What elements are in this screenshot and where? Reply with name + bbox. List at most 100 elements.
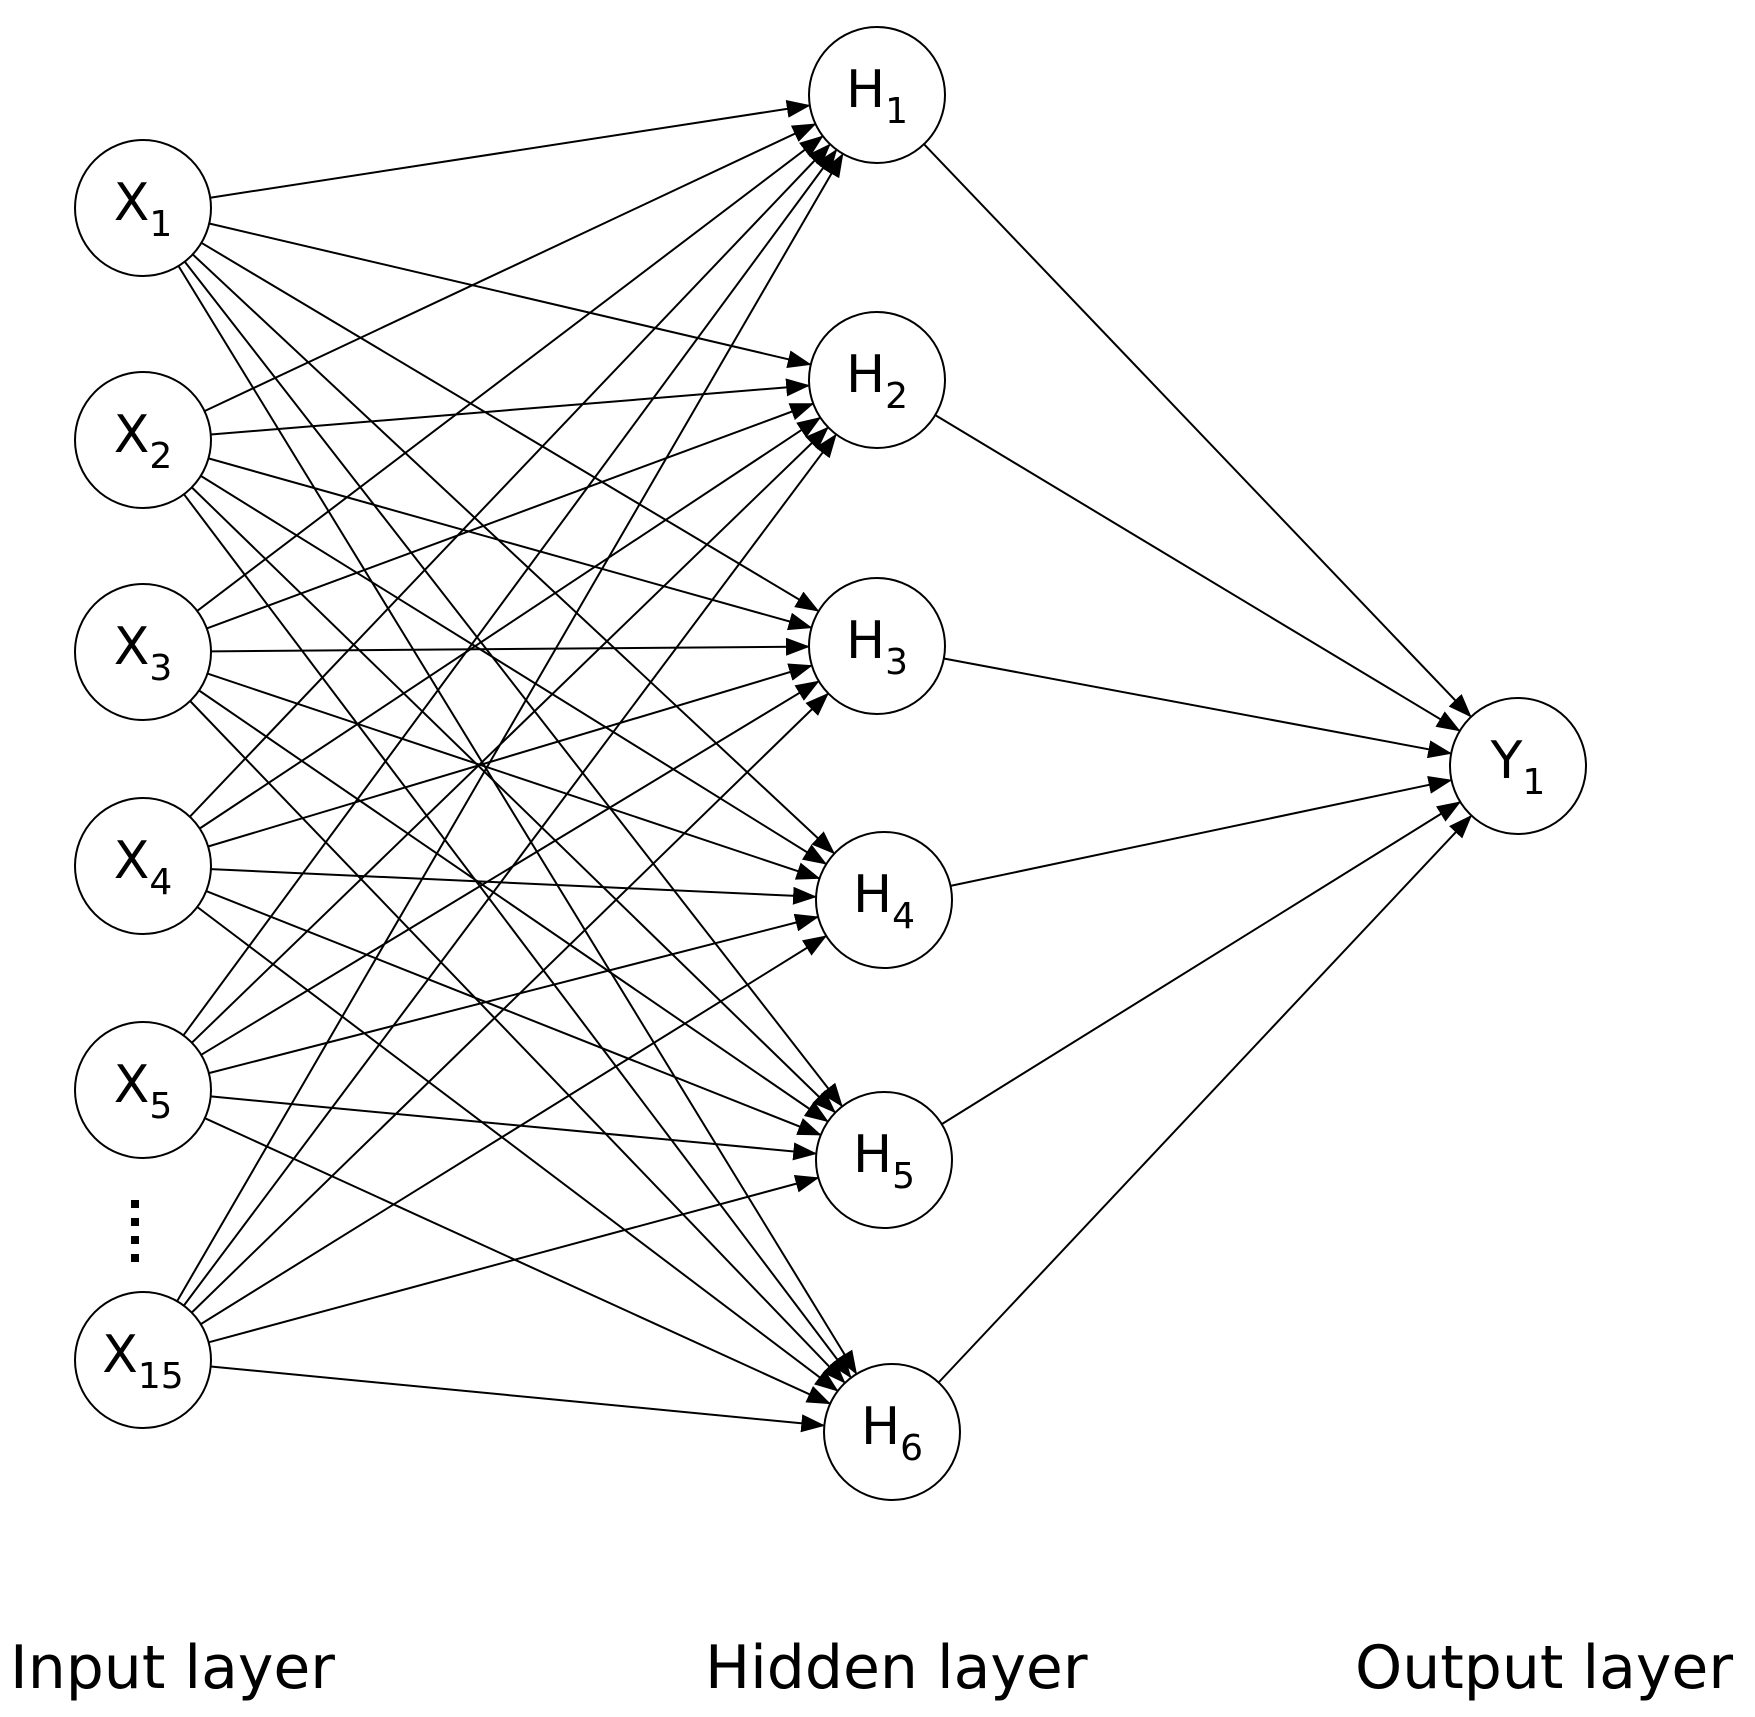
node-label: X3 [114, 617, 173, 689]
node-label-subscript: 2 [885, 376, 908, 417]
node-h4: H4 [815, 831, 953, 969]
edge-x1-to-h5 [184, 261, 843, 1108]
node-label-main: H [846, 345, 885, 405]
node-label: X4 [114, 831, 173, 903]
edge-x4-to-h6 [196, 906, 839, 1392]
edge-x5-to-h5 [210, 1095, 818, 1161]
edge-x2-to-h5 [191, 486, 836, 1114]
node-x15: X15 [74, 1291, 212, 1429]
edge-x4-to-h4 [210, 868, 818, 905]
edge-x2-to-h4 [200, 475, 828, 865]
node-circle [808, 26, 946, 164]
edge-x5-to-h6 [204, 1117, 832, 1405]
node-x2: X2 [74, 371, 212, 509]
node-label-subscript: 4 [149, 862, 172, 903]
edge-x3-to-h3 [210, 637, 810, 656]
edge-h2-to-y1 [934, 414, 1461, 732]
edge-x1-to-h4 [192, 253, 836, 855]
edge-x2-to-h1 [204, 123, 817, 413]
node-label-main: Y [1490, 731, 1523, 791]
node-circle [808, 577, 946, 715]
hidden-layer-label: Hidden layer [705, 1633, 1088, 1703]
node-label-main: H [846, 611, 885, 671]
edge-x3-to-h4 [207, 672, 821, 880]
edge-x2-to-h2 [210, 378, 811, 436]
node-x4: X4 [74, 797, 212, 935]
node-h3: H3 [808, 577, 946, 715]
node-label: H5 [853, 1125, 915, 1197]
node-label-subscript: 3 [149, 648, 172, 689]
node-circle [74, 583, 212, 721]
edge-x15-to-h6 [210, 1365, 826, 1433]
node-circle [74, 1021, 212, 1159]
node-label: Y1 [1490, 731, 1546, 803]
node-label-subscript: 5 [892, 1156, 915, 1197]
ellipsis-dot [131, 1254, 139, 1262]
node-circle [1449, 697, 1587, 835]
node-label-subscript: 2 [149, 436, 172, 477]
node-circle [74, 371, 212, 509]
edge-x4-to-h2 [199, 416, 822, 830]
node-label: H4 [853, 865, 915, 937]
output-layer-label: Output layer [1355, 1633, 1733, 1703]
node-h1: H1 [808, 26, 946, 164]
node-x1: X1 [74, 139, 212, 277]
edge-x2-to-h6 [183, 493, 852, 1379]
edge-x4-to-h1 [189, 143, 831, 818]
node-label-main: H [846, 60, 885, 120]
edge-x1-to-h6 [177, 265, 858, 1375]
node-label-main: H [861, 1397, 900, 1457]
ellipsis-dot [131, 1218, 139, 1226]
edge-x5-to-h4 [208, 913, 820, 1075]
node-h5: H5 [815, 1091, 953, 1229]
node-label-subscript: 4 [892, 896, 915, 937]
node-label-subscript: 5 [149, 1086, 172, 1127]
edge-x3-to-h2 [206, 403, 815, 630]
node-label-main: X [114, 831, 150, 891]
node-label-subscript: 3 [885, 642, 908, 683]
edge-x4-to-h3 [207, 663, 813, 848]
node-h6: H6 [823, 1363, 961, 1501]
node-circle [74, 797, 212, 935]
node-label-main: X [114, 405, 150, 465]
edge-h6-to-y1 [937, 814, 1473, 1384]
ellipsis-dot [131, 1200, 139, 1208]
node-label: H1 [846, 60, 908, 132]
node-label-main: X [102, 1325, 138, 1385]
node-label: X5 [114, 1055, 173, 1127]
edge-x5-to-h1 [182, 148, 838, 1036]
node-circle [823, 1363, 961, 1501]
node-label-main: H [853, 1125, 892, 1185]
node-circle [74, 1291, 212, 1429]
node-label-subscript: 15 [138, 1356, 184, 1397]
edge-h5-to-y1 [941, 801, 1462, 1125]
node-circle [74, 139, 212, 277]
node-label-main: X [114, 173, 150, 233]
edge-x15-to-h4 [200, 935, 828, 1325]
edge-x4-to-h5 [205, 890, 822, 1136]
node-circle [815, 1091, 953, 1229]
edge-h4-to-y1 [950, 776, 1453, 887]
node-label-subscript: 1 [149, 204, 172, 245]
edge-x5-to-h2 [191, 426, 829, 1044]
edge-x15-to-h2 [182, 433, 837, 1307]
edge-x15-to-h5 [208, 1175, 820, 1344]
node-label-subscript: 1 [885, 91, 908, 132]
input-ellipsis [131, 1200, 139, 1262]
edge-x3-to-h6 [189, 700, 846, 1384]
node-label: X15 [102, 1325, 183, 1397]
node-label-main: X [114, 1055, 150, 1115]
edge-x2-to-h3 [208, 457, 813, 631]
edge-x1-to-h3 [200, 241, 820, 612]
connection-edges [176, 99, 1473, 1433]
node-y1: Y1 [1449, 697, 1587, 835]
edge-h3-to-y1 [943, 657, 1453, 759]
node-label: H6 [861, 1397, 923, 1469]
node-circle [808, 311, 946, 449]
edge-x15-to-h1 [176, 152, 844, 1302]
edge-x15-to-h3 [191, 692, 829, 1314]
edge-x1-to-h2 [208, 222, 812, 369]
edge-x3-to-h5 [198, 689, 829, 1123]
